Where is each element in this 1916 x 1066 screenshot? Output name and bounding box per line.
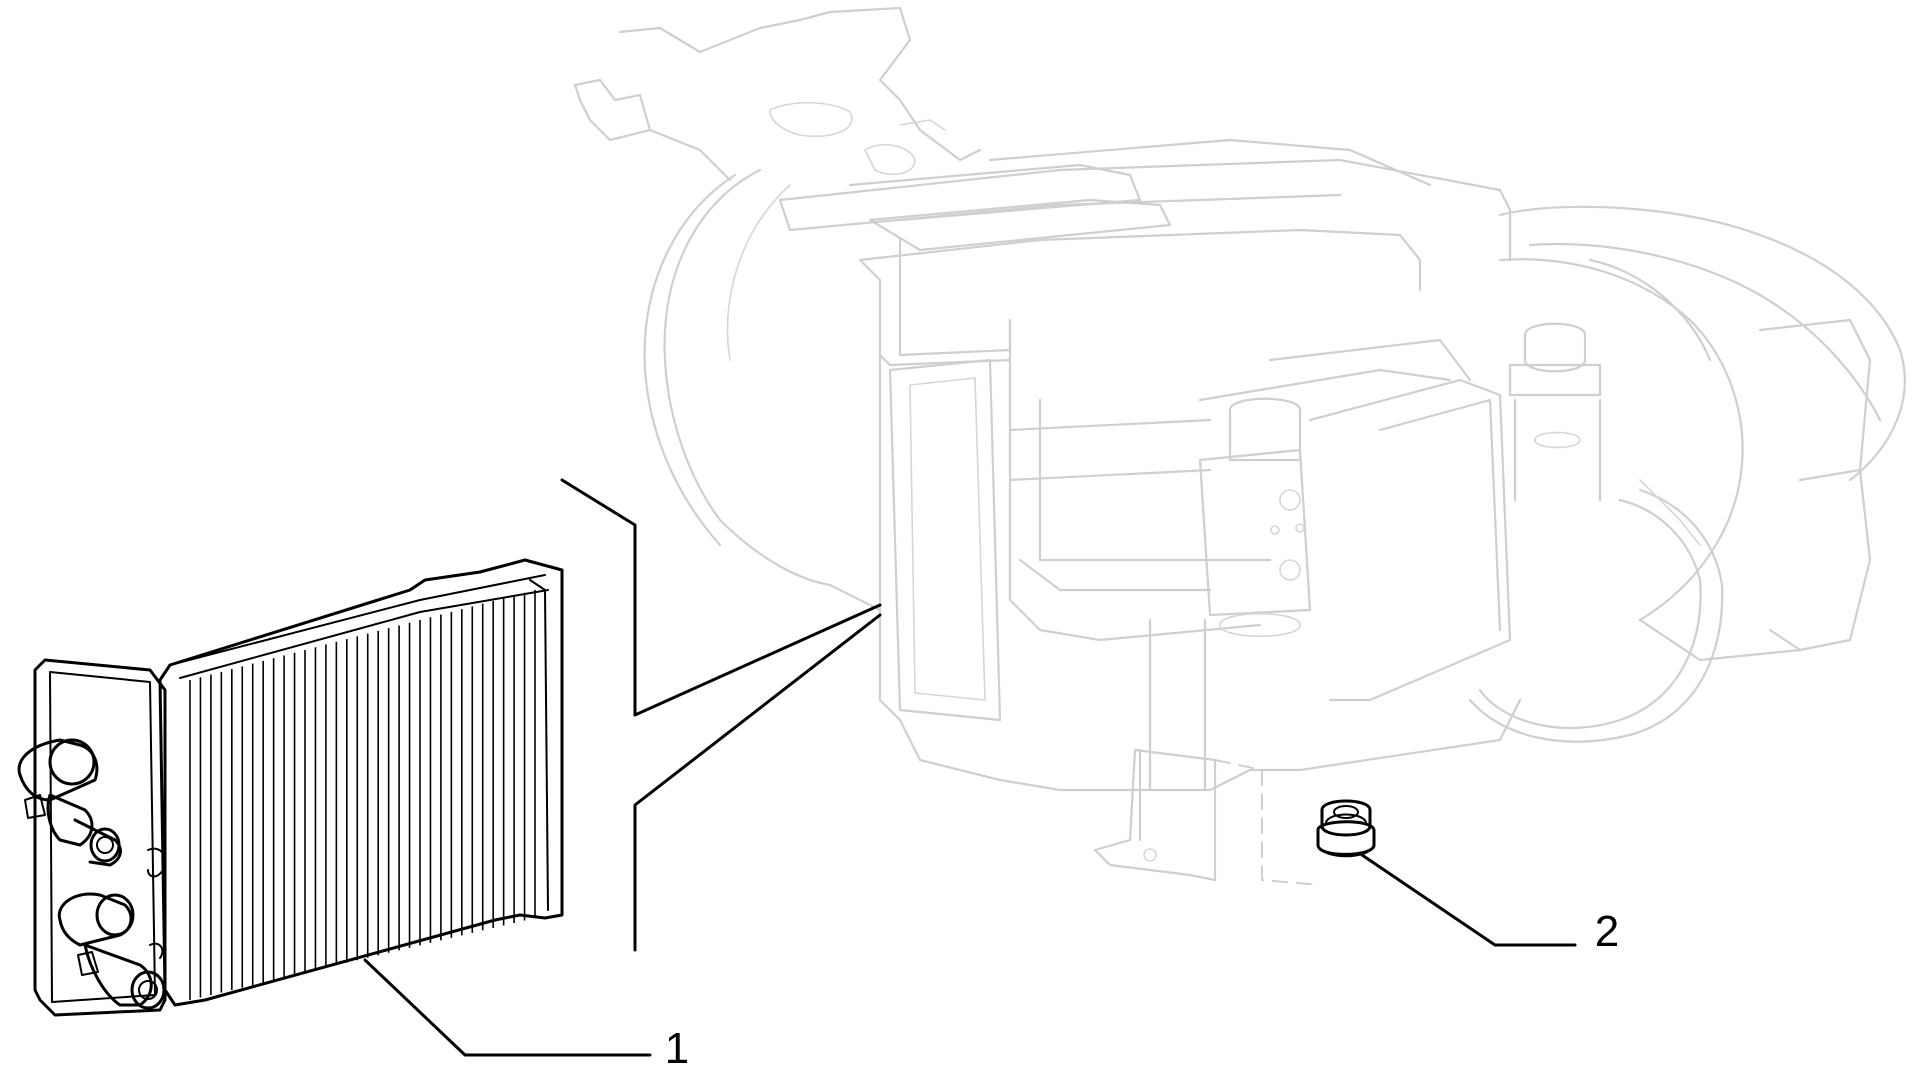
- callout-2-label: 2: [1595, 907, 1619, 956]
- callout-2: 2: [1360, 853, 1619, 956]
- heater-housing-assembly: [573, 6, 1906, 886]
- callout-1-label: 1: [665, 1024, 689, 1066]
- flanged-nut-part-2: [1316, 799, 1376, 858]
- assembly-guide-lines: [560, 478, 882, 952]
- heater-core-part-1: [17, 558, 564, 1017]
- callout-1: 1: [363, 958, 689, 1066]
- heater-core-fins: [189, 590, 536, 1000]
